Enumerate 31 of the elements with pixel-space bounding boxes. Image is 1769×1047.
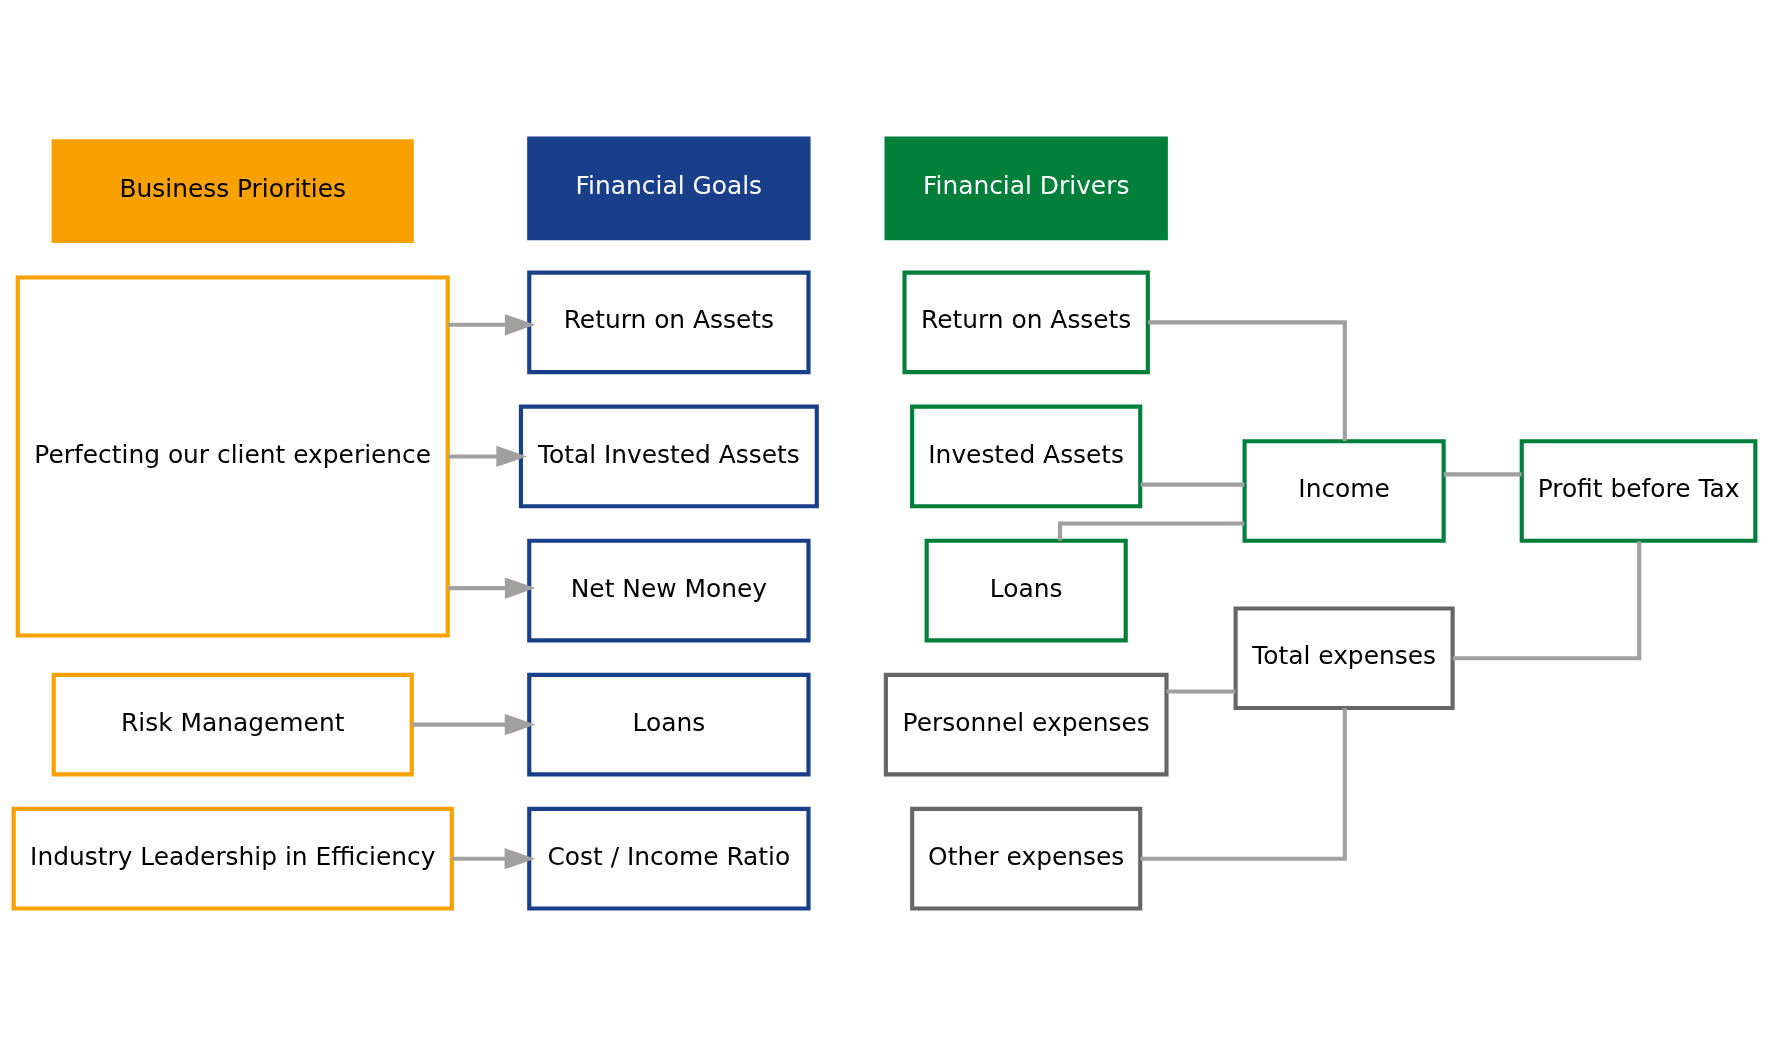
node-box: Perfecting our client experience (15, 275, 450, 638)
arrow (448, 445, 527, 468)
connector (1140, 708, 1347, 861)
node-box: Total expenses (1233, 606, 1455, 711)
node-box: Net New Money (527, 538, 811, 643)
node-box: Loans (924, 538, 1128, 643)
node-box: Loans (527, 672, 811, 777)
node-box: Risk Management (51, 672, 414, 777)
node-box: Business Priorities (51, 139, 414, 243)
node-box: Invested Assets (910, 404, 1143, 509)
arrow (452, 848, 536, 870)
node-box: Industry Leadership in Efficiency (11, 806, 454, 911)
node-box: Cost / Income Ratio (527, 806, 811, 911)
node-box: Personnel expenses (883, 672, 1169, 777)
node-box: Total Invested Assets (518, 404, 819, 509)
node-box: Income (1242, 439, 1446, 543)
node-box: Return on Assets (902, 270, 1150, 375)
node-box: Profit before Tax (1519, 439, 1758, 543)
node-box: Return on Assets (527, 270, 811, 375)
connector (1140, 482, 1245, 487)
arrow (412, 713, 536, 736)
connector (1148, 320, 1347, 441)
connector (1443, 472, 1522, 477)
node-box: Financial Drivers (884, 136, 1168, 241)
arrow (448, 314, 536, 336)
connector (1452, 541, 1642, 661)
connector (1166, 689, 1236, 694)
connector (1057, 521, 1245, 541)
node-box: Other expenses (910, 806, 1143, 911)
node-box: Financial Goals (527, 136, 811, 241)
arrow (448, 577, 536, 599)
